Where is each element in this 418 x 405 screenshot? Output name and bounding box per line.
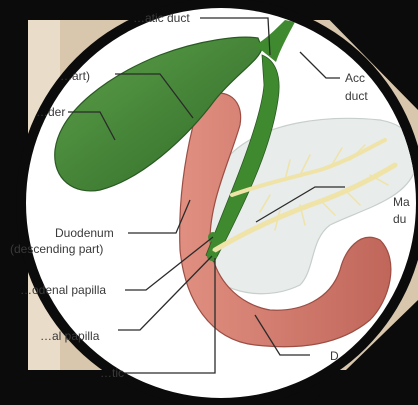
label-gallbladder-part: …art) [60,69,90,83]
label-duodenum-part: (descending part) [10,242,103,256]
label-top-duct: …atic duct [133,11,190,25]
label-main-duct-2: du [393,212,406,226]
label-accessory-duct-2: duct [345,89,368,103]
label-accessory-duct-1: Acc [345,71,365,85]
label-bottom-left: …tic [100,366,124,380]
label-major-papilla: …al papilla [40,329,100,343]
label-duodenum: Duodenum [55,226,114,240]
label-main-duct-1: Ma [393,195,410,209]
label-bottom-right: D [330,349,339,363]
label-minor-papilla: …odenal papilla [20,283,106,297]
label-gallbladder: …der [36,105,65,119]
